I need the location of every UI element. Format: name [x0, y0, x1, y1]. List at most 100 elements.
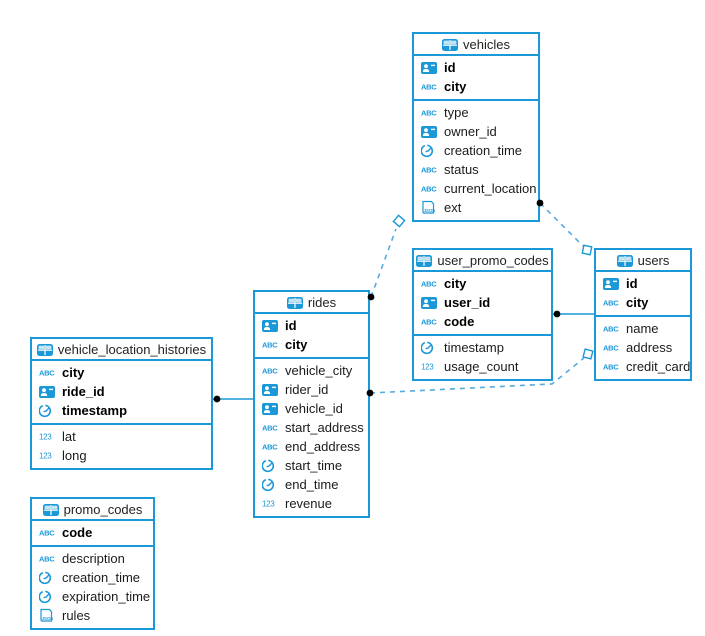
relation-user_promo_codes-users[interactable] [553, 310, 594, 318]
table-header[interactable]: vehicle_location_histories [32, 339, 211, 361]
table-icon [42, 503, 59, 516]
table-header[interactable]: rides [255, 292, 368, 314]
text-icon: ABC [603, 361, 621, 372]
column-row-end_time[interactable]: end_time [255, 475, 368, 494]
column-row-rider_id[interactable]: rider_id [255, 380, 368, 399]
column-name: description [62, 551, 125, 566]
column-row-owner_id[interactable]: owner_id [414, 122, 538, 141]
text-icon: ABC [421, 81, 439, 92]
time-icon [262, 459, 280, 473]
column-row-vehicle_id[interactable]: vehicle_id [255, 399, 368, 418]
text-icon: ABC [603, 342, 621, 353]
table-header[interactable]: users [596, 250, 690, 272]
column-name: vehicle_city [285, 363, 353, 378]
column-row-timestamp[interactable]: timestamp [32, 401, 211, 420]
relation-line [370, 228, 397, 298]
table-title: users [637, 253, 670, 268]
column-name: owner_id [444, 124, 497, 139]
column-row-user_id[interactable]: user_id [414, 293, 551, 312]
relation-vehicle_location_histories-rides[interactable] [213, 395, 253, 403]
column-name: id [626, 276, 638, 291]
uuid-icon [421, 61, 439, 74]
column-name: user_id [444, 295, 491, 310]
column-name: code [444, 314, 475, 329]
column-name: ride_id [62, 384, 105, 399]
relation-dot-marker [213, 395, 221, 403]
uuid-icon [421, 296, 439, 309]
text-icon: ABC [603, 323, 621, 334]
column-row-start_time[interactable]: start_time [255, 456, 368, 475]
svg-text:ABC: ABC [603, 325, 619, 334]
column-row-expiration_time[interactable]: expiration_time [32, 587, 153, 606]
column-row-id[interactable]: id [255, 316, 368, 335]
table-title: user_promo_codes [437, 253, 549, 268]
column-row-city[interactable]: ABC city [414, 77, 538, 96]
text-icon: ABC [421, 278, 439, 289]
column-name: long [62, 448, 87, 463]
uuid-icon [262, 319, 280, 332]
text-icon: ABC [262, 339, 280, 350]
time-icon [421, 341, 439, 355]
relation-vehicles-users[interactable] [536, 199, 593, 256]
column-row-creation_time[interactable]: creation_time [32, 568, 153, 587]
column-name: address [626, 340, 673, 355]
relation-square-marker [581, 244, 593, 256]
json-icon: JSON [421, 200, 439, 215]
text-icon: ABC [421, 164, 439, 175]
column-name: creation_time [444, 143, 523, 158]
relation-rides-vehicles[interactable] [367, 214, 406, 301]
table-title: vehicle_location_histories [57, 342, 207, 357]
column-row-ext[interactable]: JSON ext [414, 198, 538, 217]
column-row-address[interactable]: ABC address [596, 338, 690, 357]
column-row-vehicle_city[interactable]: ABC vehicle_city [255, 361, 368, 380]
column-name: timestamp [444, 340, 504, 355]
svg-text:ABC: ABC [421, 166, 437, 175]
svg-text:ABC: ABC [262, 341, 278, 350]
table-header[interactable]: promo_codes [32, 499, 153, 521]
table-header[interactable]: user_promo_codes [414, 250, 551, 272]
column-row-ride_id[interactable]: ride_id [32, 382, 211, 401]
column-name: ext [444, 200, 462, 215]
column-row-timestamp[interactable]: timestamp [414, 338, 551, 357]
column-name: current_location [444, 181, 537, 196]
text-icon: ABC [39, 367, 57, 378]
column-name: expiration_time [62, 589, 151, 604]
svg-text:ABC: ABC [39, 529, 55, 538]
table-header[interactable]: vehicles [414, 34, 538, 56]
time-icon [262, 478, 280, 492]
relation-line [539, 202, 584, 247]
text-icon: ABC [262, 365, 280, 376]
table-icon [416, 254, 433, 267]
column-name: city [444, 79, 467, 94]
column-row-id[interactable]: id [596, 274, 690, 293]
svg-text:ABC: ABC [421, 109, 437, 118]
column-row-id[interactable]: id [414, 58, 538, 77]
column-row-creation_time[interactable]: creation_time [414, 141, 538, 160]
